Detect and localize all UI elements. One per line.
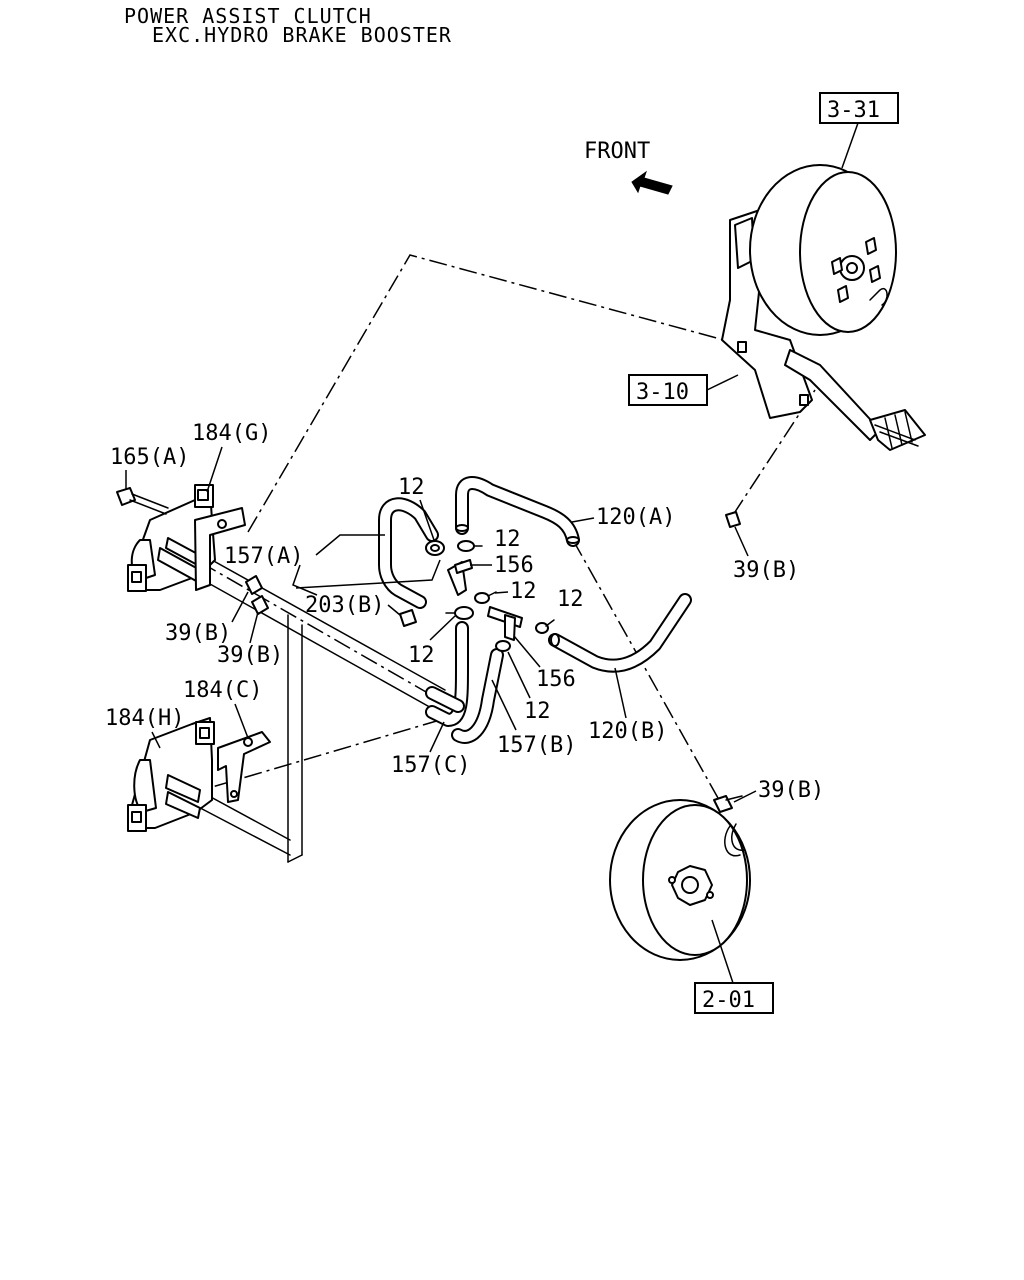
clamp-12-f — [495, 640, 511, 652]
ref-3-10: 3-10 — [636, 380, 689, 405]
guide-line-hose-to-booster — [572, 539, 719, 799]
front-label: FRONT — [584, 139, 650, 164]
callout-156-1: 156 — [494, 553, 534, 578]
callout-203b: 203(B) — [305, 593, 384, 618]
callout-184h: 184(H) — [105, 706, 184, 731]
clip-39b-upper-left — [245, 575, 263, 595]
brake-pedal-assembly — [721, 164, 926, 451]
hose-120a — [455, 476, 580, 547]
callout-39b-3: 39(B) — [733, 558, 799, 583]
callout-157c: 157(C) — [391, 753, 470, 778]
ref-box-2-01: 2-01 — [694, 982, 774, 1014]
callout-12-4: 12 — [408, 643, 435, 668]
diagram-title-line-2: EXC.HYDRO BRAKE BOOSTER — [152, 23, 452, 47]
bolt-165a — [116, 487, 169, 515]
joint-156-upper — [447, 559, 473, 596]
clamp-12-d — [445, 606, 474, 620]
guide-line-clip-upper — [199, 561, 441, 701]
callout-12-5: 12 — [557, 587, 584, 612]
callout-12-2: 12 — [494, 527, 521, 552]
callout-39b-4: 39(B) — [758, 778, 824, 803]
front-arrow-icon — [631, 170, 673, 195]
callout-156-2: 156 — [536, 667, 576, 692]
diagram-title-line-1: POWER ASSIST CLUTCH — [124, 4, 372, 28]
callout-184c: 184(C) — [183, 678, 262, 703]
callout-165a: 165(A) — [110, 445, 189, 470]
guide-line-bracket-to-pedal — [247, 254, 725, 533]
clip-39b-booster — [713, 795, 743, 813]
clutch-master-cylinder-lower — [127, 717, 215, 832]
clip-39b-right — [725, 511, 741, 528]
clip-39b-lower-left — [251, 595, 269, 615]
callout-39b-1: 39(B) — [165, 621, 231, 646]
pipe-line-2 — [184, 569, 436, 711]
vertical-guide-3 — [287, 854, 303, 863]
callout-157a: 157(A) — [224, 544, 303, 569]
callout-39b-2: 39(B) — [217, 643, 283, 668]
callout-120a: 120(A) — [596, 505, 675, 530]
pipe-line-1 — [184, 544, 446, 691]
callout-12-3: 12 — [510, 579, 537, 604]
bracket-184g — [194, 507, 246, 591]
clamp-12-c — [474, 591, 497, 604]
fitting-203b — [399, 609, 417, 627]
clamp-12-a — [425, 540, 445, 556]
joint-156-lower — [487, 606, 523, 641]
ref-3-31: 3-31 — [827, 98, 880, 123]
hose-157c — [425, 621, 504, 744]
clamp-12-e — [535, 619, 555, 634]
callout-184g: 184(G) — [192, 421, 271, 446]
ref-2-01: 2-01 — [702, 988, 755, 1013]
ref-box-3-10: 3-10 — [628, 374, 708, 406]
clutch-master-cylinder-upper — [127, 484, 216, 592]
clamp-12-b — [457, 540, 483, 552]
hose-157a — [378, 497, 439, 609]
callout-120b: 120(B) — [588, 719, 667, 744]
callout-157b: 157(B) — [497, 733, 576, 758]
hose-120b — [548, 593, 692, 673]
callout-12-6: 12 — [524, 699, 551, 724]
bracket-184c — [217, 731, 271, 803]
brake-booster-2-01 — [609, 799, 751, 961]
pipe-line-4 — [184, 799, 291, 856]
callout-12-1: 12 — [398, 475, 425, 500]
ref-box-3-31: 3-31 — [819, 92, 899, 124]
